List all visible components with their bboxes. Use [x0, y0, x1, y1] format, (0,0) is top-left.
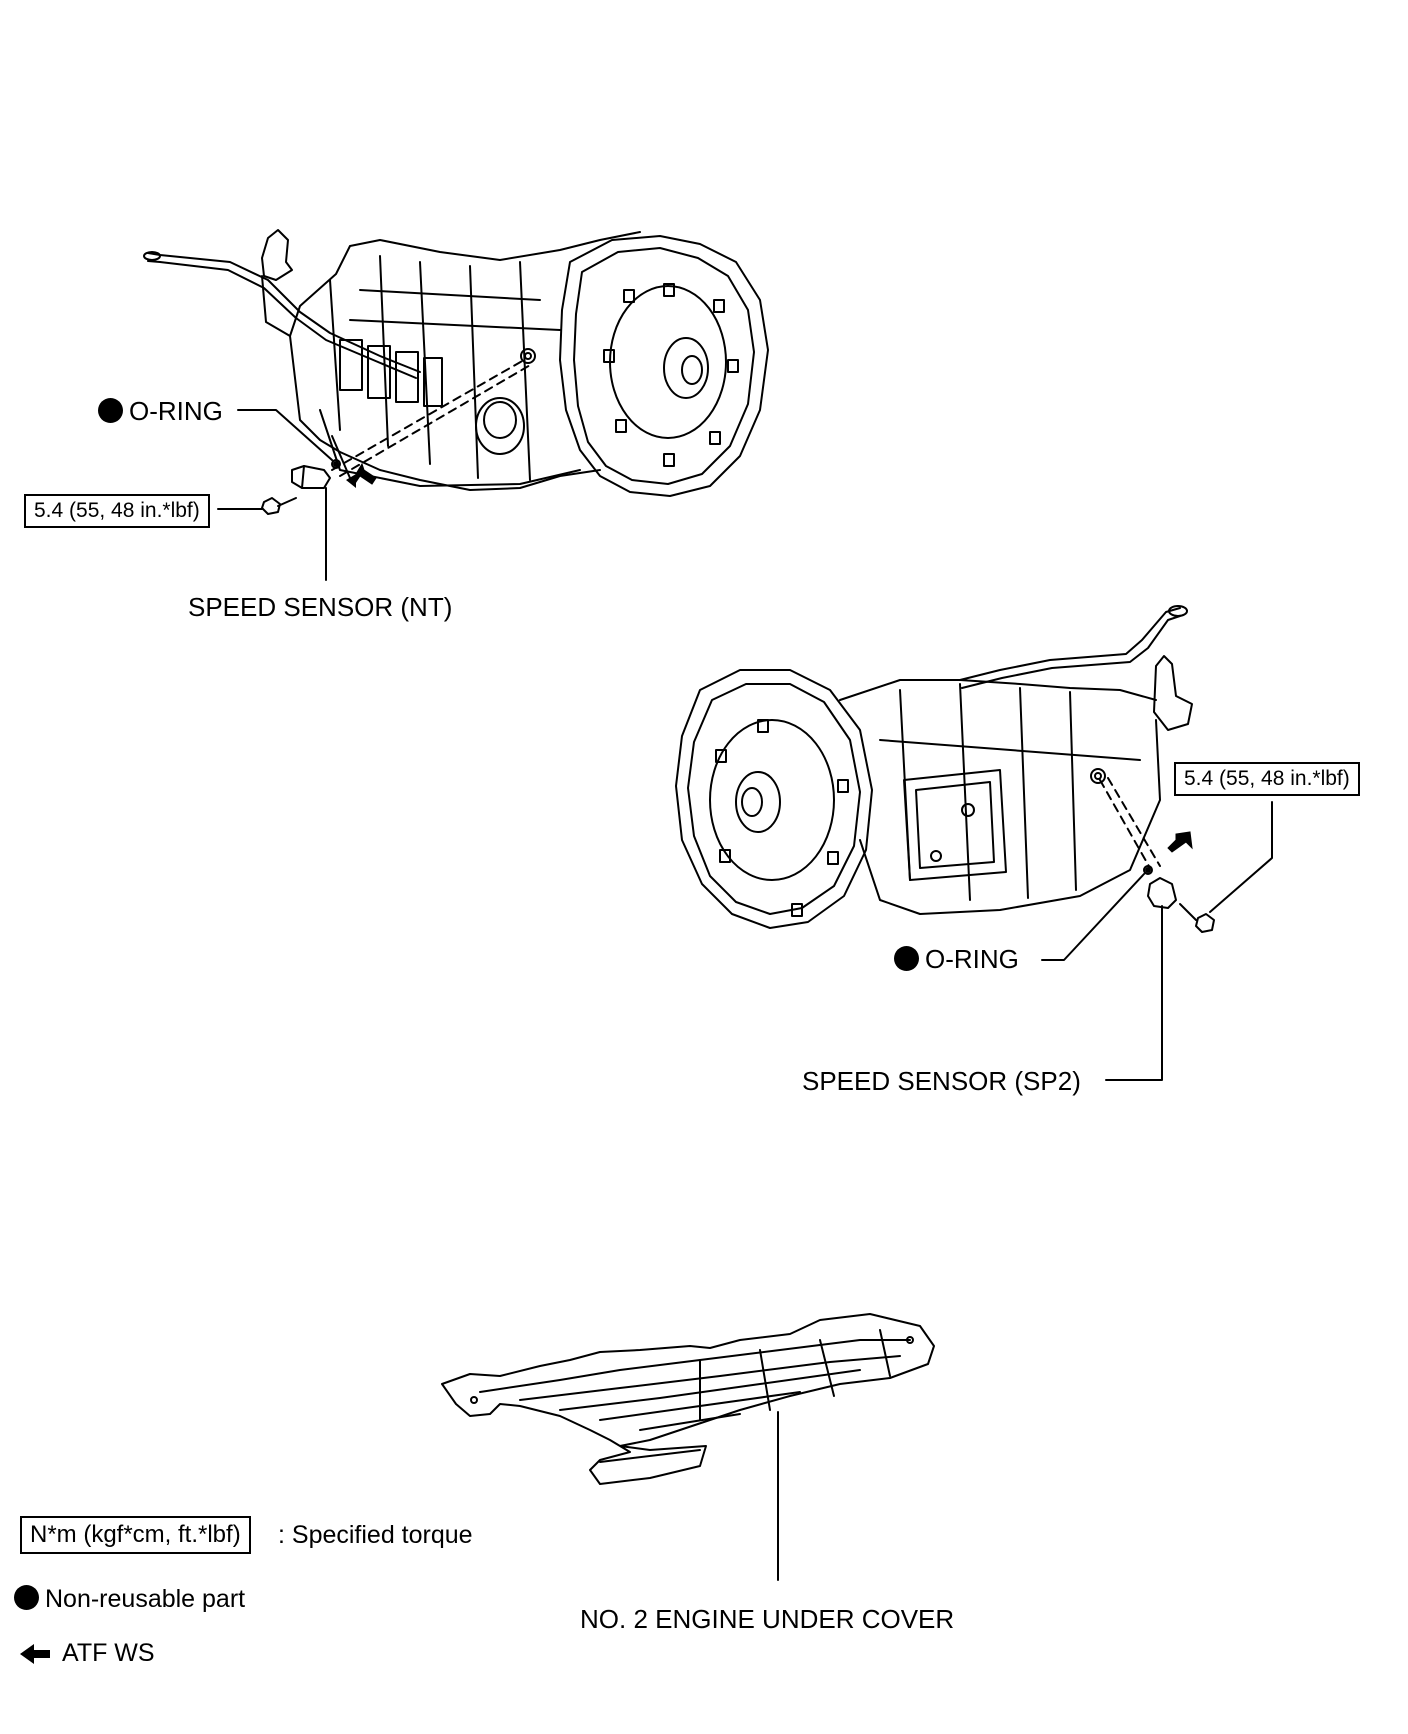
oring-part-right: [1145, 867, 1151, 873]
under-cover-label: NO. 2 ENGINE UNDER COVER: [580, 1604, 955, 1634]
legend-torque-text: : Specified torque: [278, 1521, 473, 1549]
nonreusable-dot-icon: [894, 946, 919, 971]
torque-spec-box-top: 5.4 (55, 48 in.*lbf): [24, 494, 210, 528]
nonreusable-dot-icon: [98, 398, 123, 423]
legend-torque-box: N*m (kgf*cm, ft.*lbf): [20, 1516, 251, 1554]
legend-atf-text: ATF WS: [62, 1639, 155, 1667]
torque-spec-box-right: 5.4 (55, 48 in.*lbf): [1174, 762, 1360, 796]
transmission-illustration-right: [675, 605, 1215, 933]
nonreusable-dot-icon: [14, 1585, 39, 1610]
under-cover-illustration: [441, 1313, 935, 1485]
atf-arrow-icon: [20, 1644, 50, 1664]
oring-part-top: [333, 461, 339, 467]
oring-label-right: O-RING: [894, 944, 1019, 974]
legend-nonreusable: Non-reusable part: [14, 1584, 245, 1614]
speed-sensor-nt-label: SPEED SENSOR (NT): [188, 592, 453, 622]
speed-sensor-sp2-label: SPEED SENSOR (SP2): [802, 1066, 1081, 1096]
oring-label-top: O-RING: [98, 396, 223, 426]
transmission-illustration-top: [143, 229, 769, 515]
atf-arrow-top: [346, 462, 377, 488]
atf-arrow-right: [1167, 831, 1193, 853]
